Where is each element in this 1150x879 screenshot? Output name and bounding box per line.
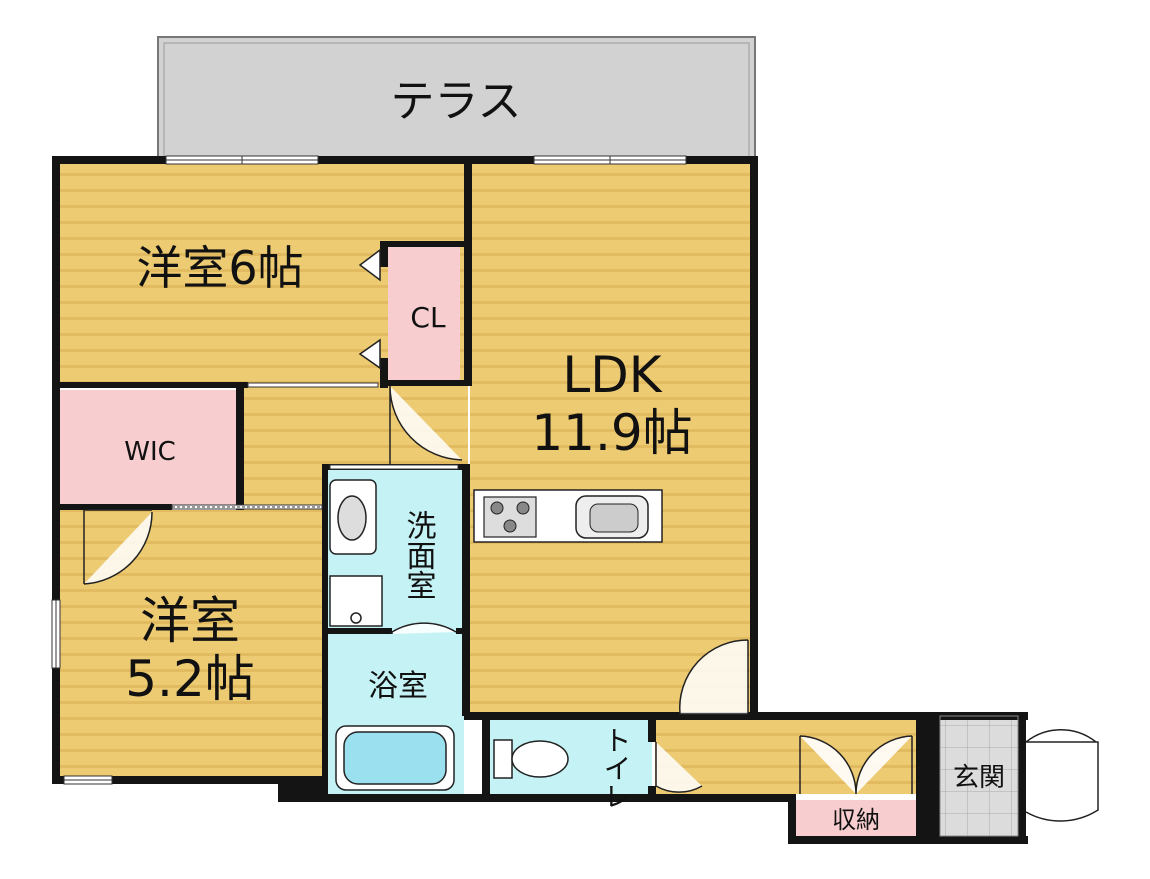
wic-label: WIC bbox=[124, 437, 176, 467]
entrance-area bbox=[940, 716, 1018, 836]
bath-label: 浴室 bbox=[368, 669, 428, 704]
washroom-fixtures bbox=[329, 479, 383, 627]
kitchen-counter bbox=[473, 489, 663, 543]
bedroom2-floor bbox=[60, 510, 322, 778]
ldk-size-label: 11.9帖 bbox=[531, 404, 692, 462]
entrance-label: 玄関 bbox=[953, 763, 1005, 793]
bedroom2-size-label: 5.2帖 bbox=[125, 650, 255, 708]
storage-label: 収納 bbox=[832, 806, 880, 834]
closet-label: CL bbox=[410, 301, 446, 334]
closet-doors bbox=[358, 248, 381, 370]
washroom-label: 洗面室 bbox=[401, 510, 436, 600]
closet-area bbox=[388, 247, 460, 380]
storage-area bbox=[796, 800, 916, 836]
toilet-label: トイレ bbox=[600, 726, 633, 810]
ldk-floor bbox=[470, 164, 750, 716]
bathtub-icon bbox=[335, 725, 455, 791]
bedroom2-name-label: 洋室 bbox=[140, 592, 240, 650]
terrace-area bbox=[157, 36, 756, 159]
bedroom1-label: 洋室6帖 bbox=[136, 241, 303, 295]
ldk-name-label: LDK bbox=[562, 346, 662, 404]
terrace-label: テラス bbox=[390, 76, 521, 127]
windows bbox=[51, 155, 687, 785]
toilet-icon bbox=[493, 739, 569, 779]
door-swings bbox=[83, 385, 1099, 822]
wic-area bbox=[60, 390, 240, 506]
walls bbox=[52, 156, 1028, 844]
sliding-doors bbox=[171, 382, 459, 510]
